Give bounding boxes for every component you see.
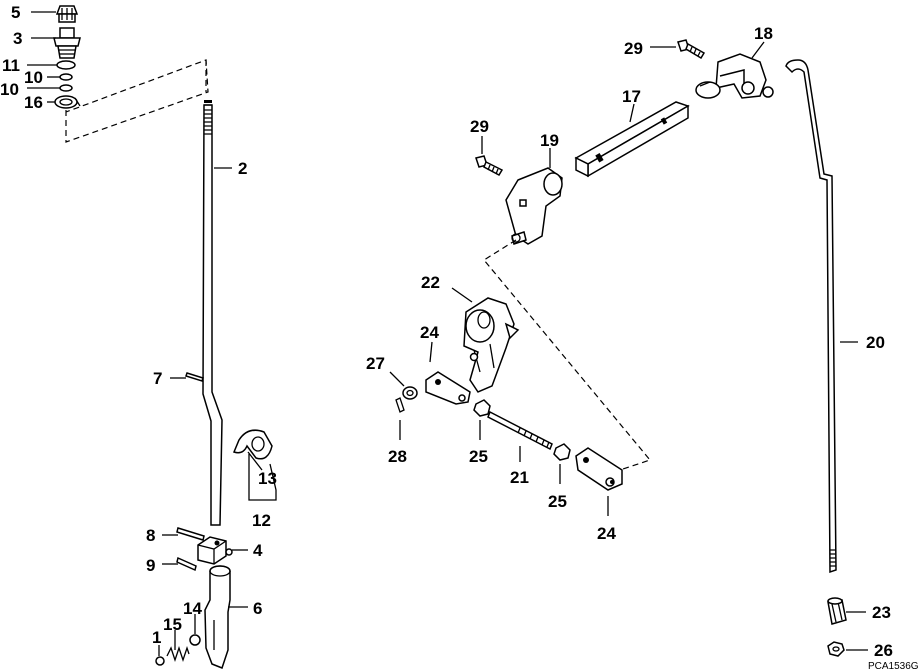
callout-13: 13 xyxy=(258,469,277,488)
callout-25-left: 25 xyxy=(469,447,488,466)
callout-6: 6 xyxy=(253,599,262,618)
callout-21: 21 xyxy=(510,468,529,487)
callout-23: 23 xyxy=(872,603,891,622)
part-4-connector-block xyxy=(197,536,233,565)
callout-29-upper: 29 xyxy=(624,39,643,58)
part-19-lever xyxy=(505,167,563,245)
part-29-screw-upper xyxy=(677,39,706,60)
part-14-ball xyxy=(189,634,201,646)
part-2-shift-rod xyxy=(202,100,223,526)
part-25-nut-left xyxy=(473,399,491,417)
part-13-clamp xyxy=(232,429,273,460)
part-21-threaded-rod xyxy=(487,410,553,451)
part-24-arm-lower xyxy=(575,447,623,491)
callout-10-upper: 10 xyxy=(24,68,43,87)
part-23-sleeve xyxy=(827,597,847,625)
callout-24-lower: 24 xyxy=(597,524,616,543)
callout-29-lower: 29 xyxy=(470,117,489,136)
callout-16: 16 xyxy=(24,93,43,112)
part-29-screw-lower xyxy=(475,155,504,176)
callout-14: 14 xyxy=(183,599,202,618)
part-8-pin xyxy=(176,527,205,541)
part-10-o-ring-lower xyxy=(59,84,73,92)
reference-code: PCA1536G xyxy=(868,661,919,671)
callout-24-upper: 24 xyxy=(420,323,439,342)
callout-26: 26 xyxy=(874,641,893,660)
callout-3: 3 xyxy=(13,29,22,48)
callout-27: 27 xyxy=(366,354,385,373)
callout-22: 22 xyxy=(421,273,440,292)
callout-8: 8 xyxy=(146,526,155,545)
callout-5: 5 xyxy=(11,3,20,22)
leader-lines xyxy=(27,11,868,656)
callout-12: 12 xyxy=(252,511,271,530)
part-15-spring xyxy=(166,645,190,663)
part-24-arm-upper xyxy=(425,371,471,405)
callout-7: 7 xyxy=(153,369,162,388)
callout-28: 28 xyxy=(388,447,407,466)
callout-25-right: 25 xyxy=(548,492,567,511)
part-28-clip xyxy=(395,397,405,413)
part-10-o-ring-upper xyxy=(59,73,73,81)
callout-1: 1 xyxy=(152,628,161,647)
part-7-pin xyxy=(185,372,204,382)
part-9-pin xyxy=(176,556,197,572)
callout-18: 18 xyxy=(754,24,773,43)
callout-17: 17 xyxy=(622,87,641,106)
callout-19: 19 xyxy=(540,131,559,150)
part-1-ball xyxy=(155,656,165,666)
callout-15: 15 xyxy=(163,615,182,634)
callout-9: 9 xyxy=(146,556,155,575)
part-25-nut-right xyxy=(553,443,571,461)
part-11-washer xyxy=(56,60,76,70)
part-26-nut xyxy=(827,641,845,657)
part-27-washer xyxy=(402,386,418,400)
callout-10-lower: 10 xyxy=(0,80,19,99)
callout-2: 2 xyxy=(238,159,247,178)
part-22-bracket xyxy=(463,297,520,393)
part-17-shaft xyxy=(574,101,690,178)
part-18-lever-bracket xyxy=(695,53,774,99)
callout-11: 11 xyxy=(2,56,20,75)
part-5-knob-cap xyxy=(55,5,79,23)
callout-20: 20 xyxy=(866,333,885,352)
part-16-retaining-clip xyxy=(54,95,81,109)
part-20-link-rod xyxy=(785,59,837,574)
part-6-tube xyxy=(204,565,231,669)
part-3-shift-knob xyxy=(53,27,81,59)
callout-4: 4 xyxy=(253,541,263,560)
